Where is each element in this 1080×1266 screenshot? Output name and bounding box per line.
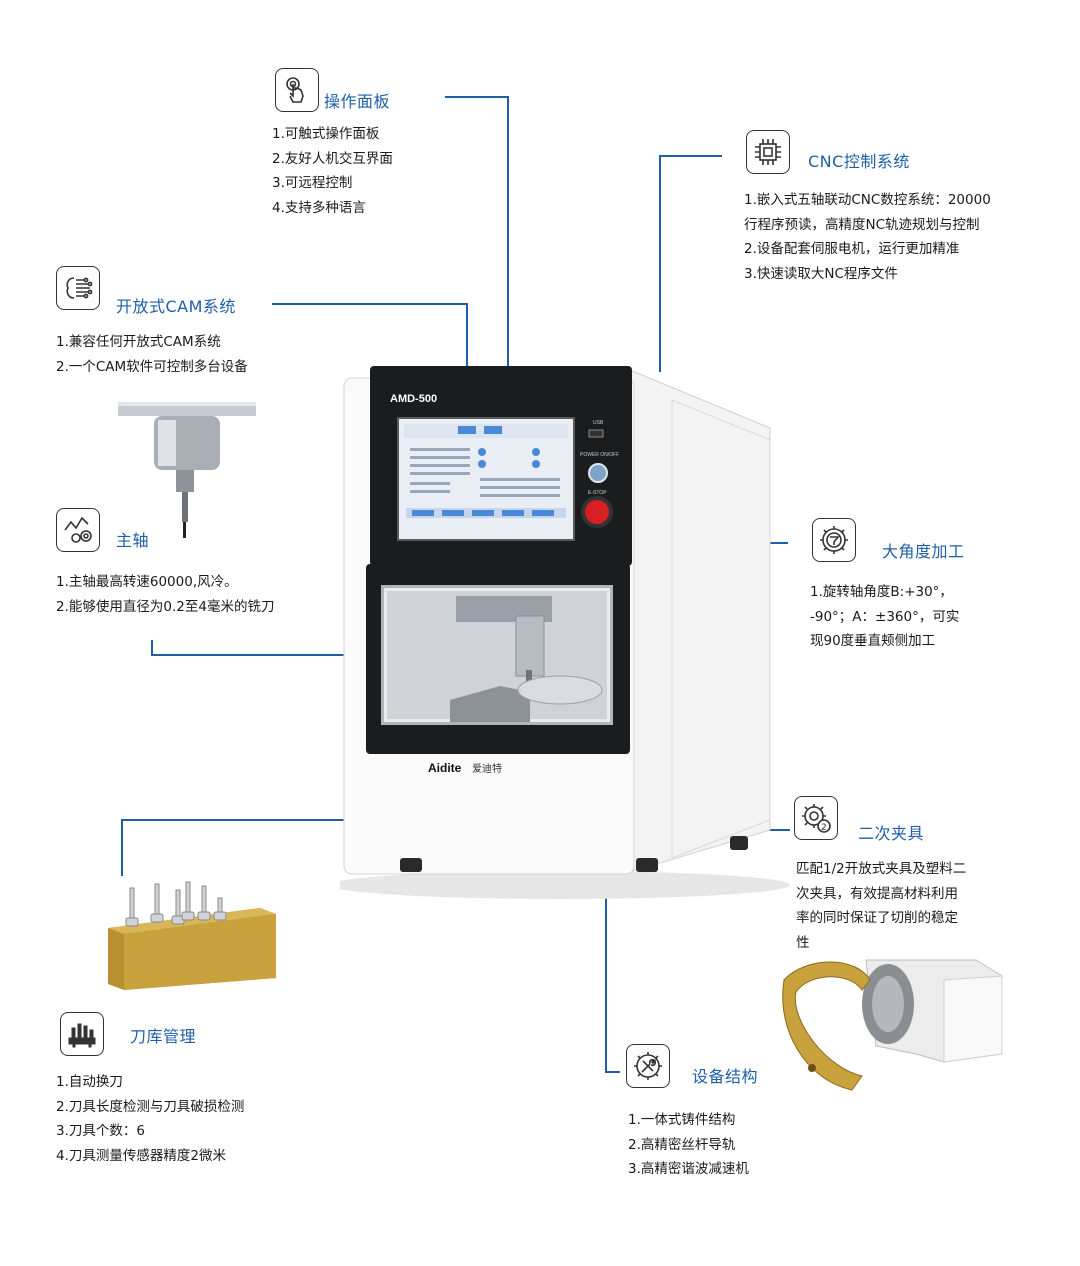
panel-title: 操作面板 — [324, 92, 391, 111]
angle-title: 大角度加工 — [882, 542, 965, 561]
list-item: 现90度垂直颊侧加工 — [810, 633, 936, 649]
list-item: 2.友好人机交互界面 — [272, 150, 393, 167]
list-item: 2.一个CAM软件可控制多台设备 — [56, 358, 248, 375]
structure-connector — [605, 868, 620, 1073]
power-button[interactable] — [588, 463, 608, 483]
toolmag-list: 1.自动换刀 2.刀具长度检测与刀具破损检测 3.刀具个数：6 4.刀具测量传感… — [56, 1070, 244, 1168]
structure-title: 设备结构 — [692, 1067, 759, 1086]
wrench-gear-icon — [626, 1044, 670, 1088]
fixture-description: 匹配1/2开放式夹具及塑料二 次夹具，有效提高材料利用 率的同时保证了切削的稳定… — [796, 857, 966, 955]
gears-chart-icon — [56, 508, 100, 552]
list-item: 3.快速读取大NC程序文件 — [744, 265, 898, 282]
cam-title: 开放式CAM系统 — [116, 297, 236, 316]
list-item: 2.设备配套伺服电机，运行更加精准 — [744, 241, 960, 257]
svg-text:2: 2 — [821, 823, 827, 833]
cnc-title: CNC控制系统 — [808, 152, 910, 171]
gear-number-two-icon: 2 — [794, 796, 838, 840]
cnc-list: 1.嵌入式五轴联动CNC数控系统：20000 行程序预读，高精度NC轨迹规划与控… — [744, 188, 991, 286]
panel-connector — [445, 96, 509, 455]
panel-list: 1.可触式操作面板 2.友好人机交互界面 3.可远程控制 4.支持多种语言 — [272, 122, 393, 220]
list-item: 4.支持多种语言 — [272, 199, 366, 216]
cam-list: 1.兼容任何开放式CAM系统 2.一个CAM软件可控制多台设备 — [56, 330, 248, 379]
estop-button[interactable] — [585, 500, 609, 524]
toolmag-title: 刀库管理 — [130, 1027, 197, 1046]
list-item: 4.刀具测量传感器精度2微米 — [56, 1147, 226, 1164]
list-item: 1.自动换刀 — [56, 1074, 123, 1090]
cnc-machine-illustration: AMD-500 USB POWER ON/OFF E-STOP Aidite 爱… — [340, 366, 790, 899]
spindle-image — [118, 402, 256, 538]
list-item: 2.能够使用直径为0.2至4毫米的铣刀 — [56, 598, 275, 615]
list-item: 3.高精密谐波减速机 — [628, 1161, 749, 1177]
tool-rack-icon — [60, 1012, 104, 1056]
cnc-connector — [659, 155, 722, 372]
text-line: 性 — [796, 934, 810, 951]
spindle-title: 主轴 — [116, 531, 150, 550]
angle-list: 1.旋转轴角度B:+30°， -90°；A：±360°，可实 现90度垂直颊侧加… — [810, 580, 959, 654]
machine-model-label: AMD-500 — [390, 393, 437, 405]
list-item: 1.旋转轴角度B:+30°， — [810, 584, 953, 600]
list-item: 1.可触式操作面板 — [272, 126, 380, 142]
text-line: 匹配1/2开放式夹具及塑料二 — [796, 861, 967, 877]
fixture-image — [782, 959, 1003, 1091]
touch-hand-icon — [275, 68, 319, 112]
list-item: 2.刀具长度检测与刀具破损检测 — [56, 1098, 245, 1115]
list-item: 3.可远程控制 — [272, 175, 353, 191]
text-line: 次夹具，有效提高材料利用 — [796, 885, 958, 902]
list-item: 1.兼容任何开放式CAM系统 — [56, 334, 221, 350]
power-label: POWER ON/OFF — [580, 452, 619, 458]
tool-magazine-image — [108, 881, 276, 990]
list-item: 3.刀具个数：6 — [56, 1123, 145, 1139]
list-item: 1.一体式铸件结构 — [628, 1112, 736, 1128]
brand-logo-cn: 爱迪特 — [472, 762, 502, 775]
brand-logo: Aidite — [428, 761, 462, 775]
list-item: 1.主轴最高转速60000,风冷。 — [56, 574, 238, 590]
usb-port[interactable] — [588, 429, 604, 438]
list-item: -90°；A：±360°，可实 — [810, 608, 960, 625]
network-brain-icon — [56, 266, 100, 310]
list-item: 2.高精密丝杆导轨 — [628, 1136, 736, 1153]
cpu-chip-icon — [746, 130, 790, 174]
gear-funnel-icon — [812, 518, 856, 562]
usb-label: USB — [593, 420, 604, 426]
spindle-list: 1.主轴最高转速60000,风冷。 2.能够使用直径为0.2至4毫米的铣刀 — [56, 570, 274, 619]
structure-list: 1.一体式铸件结构 2.高精密丝杆导轨 3.高精密谐波减速机 — [628, 1108, 749, 1182]
text-line: 率的同时保证了切削的稳定 — [796, 910, 958, 926]
list-item: 行程序预读，高精度NC轨迹规划与控制 — [744, 216, 980, 233]
fixture-title: 二次夹具 — [858, 824, 925, 843]
list-item: 1.嵌入式五轴联动CNC数控系统：20000 — [744, 192, 991, 208]
estop-label: E-STOP — [588, 490, 607, 496]
cam-connector — [272, 303, 468, 386]
